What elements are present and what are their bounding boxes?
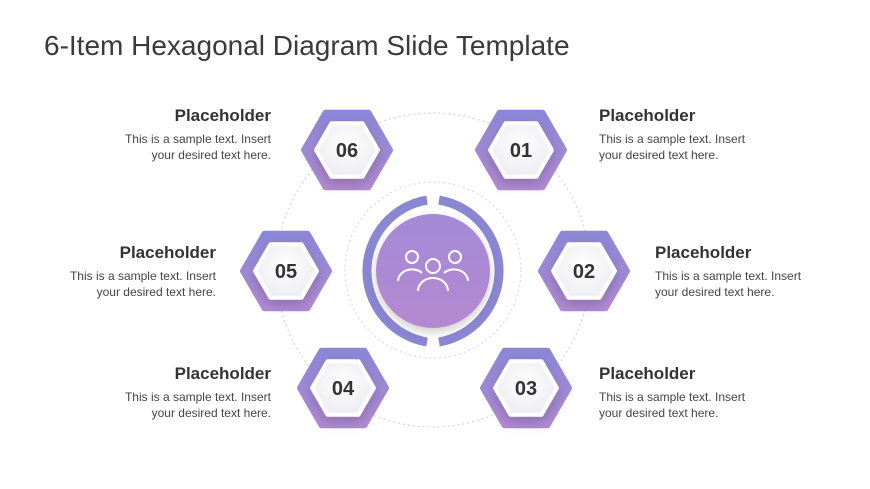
hexagon-number: 04 <box>332 378 355 400</box>
item-heading: Placeholder <box>174 364 271 383</box>
item-text-06: Placeholder This is a sample text. Inser… <box>71 106 271 163</box>
item-heading: Placeholder <box>174 106 271 125</box>
hexagon-item-02: 02 <box>538 230 630 312</box>
item-text-line: your desired text here. <box>151 405 271 420</box>
hexagon-number: 01 <box>510 140 532 162</box>
item-text-line: This is a sample text. Insert <box>599 390 746 404</box>
item-text-line: This is a sample text. Insert <box>124 132 271 146</box>
item-text-01: Placeholder This is a sample text. Inser… <box>599 106 799 163</box>
hexagon-inner <box>314 121 380 179</box>
item-heading: Placeholder <box>119 243 216 262</box>
item-text-05: Placeholder This is a sample text. Inser… <box>16 243 216 300</box>
item-heading: Placeholder <box>599 106 696 125</box>
item-text-line: your desired text here. <box>655 284 775 299</box>
center-ring <box>362 195 504 347</box>
item-text-line: your desired text here. <box>151 147 271 162</box>
item-heading: Placeholder <box>599 364 696 383</box>
users-group-icon <box>397 250 469 292</box>
item-text-line: your desired text here. <box>96 284 216 299</box>
item-text-line: This is a sample text. Insert <box>124 390 271 404</box>
item-heading: Placeholder <box>655 243 752 262</box>
hexagon-inner <box>253 242 319 300</box>
hexagon-item-04: 04 <box>297 347 389 429</box>
hexagon-number: 02 <box>573 261 595 283</box>
hexagon-number: 03 <box>515 378 537 400</box>
hexagon-inner <box>551 242 617 300</box>
item-text-line: This is a sample text. Insert <box>655 269 802 283</box>
inner-dotted-circle <box>344 181 522 359</box>
hexagon-inner <box>493 359 559 417</box>
slide-title: 6-Item Hexagonal Diagram Slide Template <box>44 30 570 61</box>
item-text-03: Placeholder This is a sample text. Inser… <box>599 364 799 421</box>
hexagon-item-03: 03 <box>480 347 572 429</box>
hexagon-inner <box>488 121 554 179</box>
hexagon-item-06: 06 <box>301 109 393 191</box>
item-text-02: Placeholder This is a sample text. Inser… <box>655 243 855 300</box>
item-text-line: This is a sample text. Insert <box>69 269 216 283</box>
hexagon-number: 06 <box>336 140 358 162</box>
hexagon-inner <box>310 359 376 417</box>
item-text-line: your desired text here. <box>599 405 719 420</box>
hexagon-item-01: 01 <box>475 109 567 191</box>
item-text-04: Placeholder This is a sample text. Inser… <box>71 364 271 421</box>
item-text-line: This is a sample text. Insert <box>599 132 746 146</box>
hexagon-number: 05 <box>275 261 297 283</box>
item-text-line: your desired text here. <box>599 147 719 162</box>
hexagon-item-05: 05 <box>240 230 332 312</box>
center-circle <box>376 214 490 328</box>
